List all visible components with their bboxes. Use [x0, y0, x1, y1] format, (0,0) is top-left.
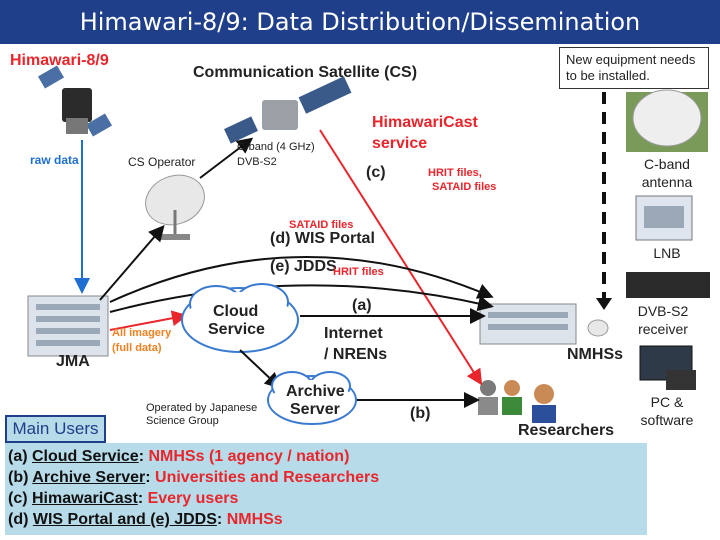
c-label: (c) — [366, 164, 386, 182]
lnb-label: LNB — [626, 244, 708, 262]
a-label: (a) — [352, 297, 372, 315]
cband-antenna-label: C-band antenna — [626, 155, 708, 191]
researchers-icon — [478, 380, 556, 423]
dvbs2-label: DVB-S2 — [237, 156, 277, 169]
hrit-label-2: SATAID files — [432, 181, 496, 194]
receiver-label: DVB-S2 receiver — [626, 302, 700, 338]
pc-icon — [640, 346, 696, 390]
users-row-c: (c) HimawariCast: Every users — [8, 490, 238, 508]
operated-label-1: Operated by Japanese — [146, 402, 257, 415]
main-users-title: Main Users — [5, 415, 106, 443]
wis-portal-label: (d) WIS Portal — [270, 230, 375, 248]
cloud-to-archive-arrow — [240, 350, 278, 386]
himawaricast-label: HimawariCast — [372, 114, 478, 132]
operated-label-2: Science Group — [146, 415, 219, 428]
raw-data-label: raw data — [30, 154, 79, 168]
himawari-label: Himawari-8/9 — [10, 52, 109, 70]
jdds-label: (e) JDDS — [270, 258, 337, 276]
nmhss-label: NMHSs — [567, 346, 623, 364]
equipment-note: New equipment needs to be installed. — [559, 47, 709, 89]
cloud-service-label: Service — [208, 321, 265, 339]
researchers-label: Researchers — [518, 422, 614, 440]
cs-operator-label: CS Operator — [128, 156, 195, 170]
nmhs-building-icon — [480, 304, 608, 344]
jdds-hrit-label: HRIT files — [333, 266, 384, 279]
archive-server-label: Server — [290, 401, 340, 419]
b-label: (b) — [410, 405, 430, 423]
users-row-a: (a) Cloud Service: NMHSs (1 agency / nat… — [8, 448, 349, 466]
dashed-arrowhead — [596, 298, 612, 310]
users-row-d: (d) WIS Portal and (e) JDDS: NMHSs — [8, 511, 283, 529]
title-bar: Himawari-8/9: Data Distribution/Dissemin… — [0, 0, 720, 44]
cloud-label: Cloud — [213, 303, 258, 321]
users-row-b: (b) Archive Server: Universities and Res… — [8, 469, 379, 487]
jma-building-icon — [28, 296, 108, 356]
jma-label: JMA — [56, 353, 90, 371]
himawari-satellite-icon — [38, 65, 112, 136]
full-data-label: (full data) — [112, 342, 162, 355]
jma-to-operator-arrow — [100, 228, 162, 300]
pc-label: PC & software — [626, 393, 708, 429]
cband-label: C-band (4 GHz) — [237, 141, 315, 154]
page-title: Himawari-8/9: Data Distribution/Dissemin… — [80, 8, 641, 36]
cband-antenna-icon — [626, 90, 708, 152]
all-imagery-label: All imagery — [112, 327, 171, 340]
hrit-label-1: HRIT files, — [428, 167, 482, 180]
internet-label: Internet — [324, 325, 383, 343]
lnb-icon — [636, 196, 692, 240]
archive-label: Archive — [286, 383, 345, 401]
himawaricast-service-label: service — [372, 135, 427, 153]
nrens-label: / NRENs — [324, 346, 387, 364]
comm-satellite-icon — [224, 76, 351, 143]
receiver-icon — [626, 272, 710, 298]
cs-label: Communication Satellite (CS) — [193, 64, 417, 82]
